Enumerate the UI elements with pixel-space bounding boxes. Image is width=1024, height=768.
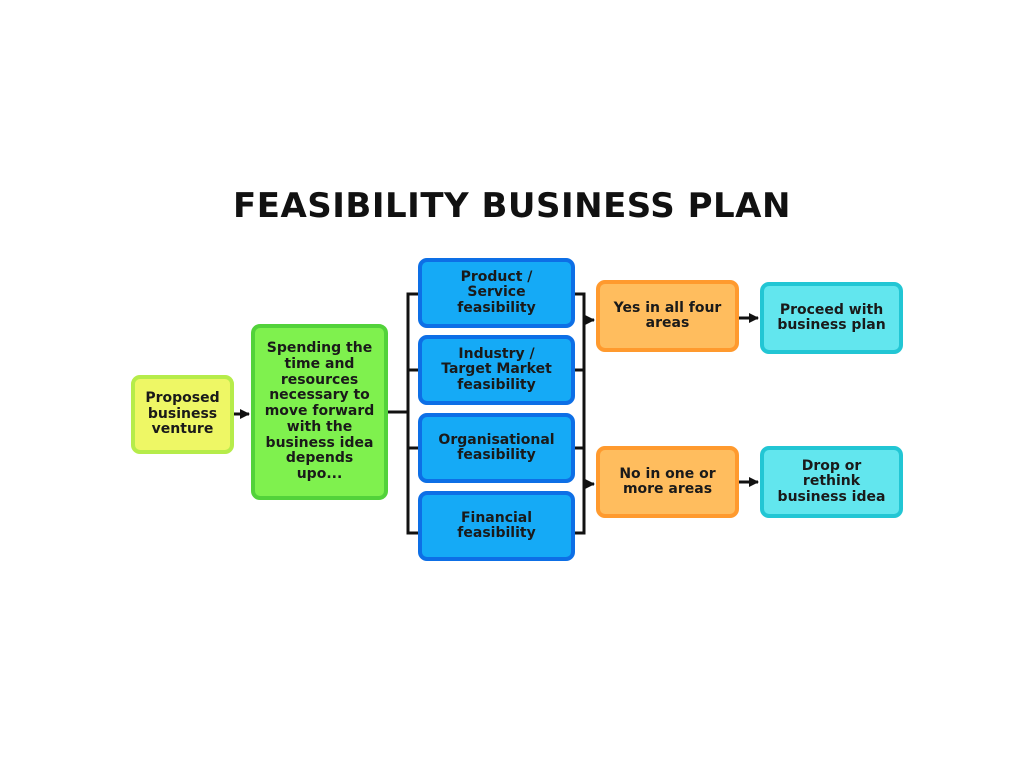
node-proposed-business-venture: Proposed business venture bbox=[131, 375, 234, 454]
node-industry-market-feasibility: Industry / Target Market feasibility bbox=[418, 335, 575, 405]
node-product-service-feasibility: Product / Service feasibility bbox=[418, 258, 575, 328]
node-drop-or-rethink: Drop or rethink business idea bbox=[760, 446, 903, 518]
node-spending-resources: Spending the time and resources necessar… bbox=[251, 324, 388, 500]
node-yes-all-four: Yes in all four areas bbox=[596, 280, 739, 352]
node-financial-feasibility: Financial feasibility bbox=[418, 491, 575, 561]
node-proceed-business-plan: Proceed with business plan bbox=[760, 282, 903, 354]
diagram-title: FEASIBILITY BUSINESS PLAN bbox=[233, 186, 791, 226]
node-organisational-feasibility: Organisational feasibility bbox=[418, 413, 575, 483]
node-no-one-or-more: No in one or more areas bbox=[596, 446, 739, 518]
